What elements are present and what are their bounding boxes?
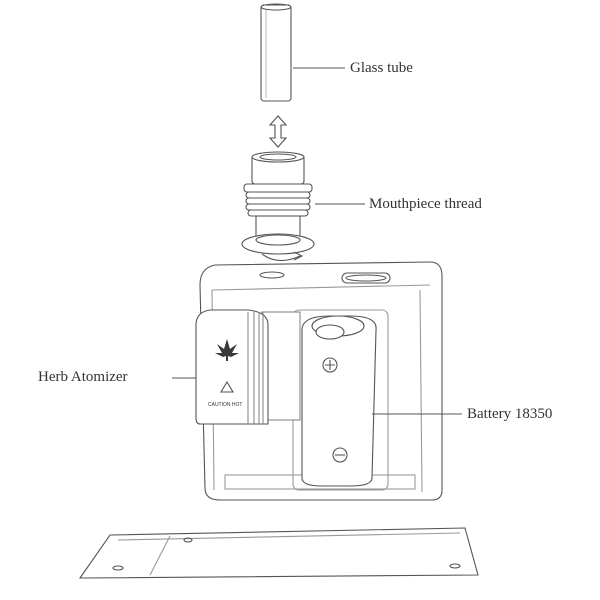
bottom-plate [78, 527, 479, 579]
label-glass-tube: Glass tube [350, 60, 413, 76]
double-arrow-icon [268, 115, 288, 148]
label-battery: Battery 18350 [467, 406, 553, 422]
label-mouthpiece-thread: Mouthpiece thread [369, 196, 482, 212]
cannabis-leaf-icon [215, 339, 239, 361]
herb-atomizer [195, 309, 301, 425]
glass-tube [260, 3, 292, 102]
label-herb-atomizer: Herb Atomizer [38, 369, 128, 385]
rotate-arrow-icon [261, 253, 301, 262]
mouthpiece [241, 151, 315, 255]
caution-hot-text: CAUTION HOT [208, 402, 243, 408]
warning-triangle-icon [220, 380, 234, 393]
battery [301, 315, 377, 487]
